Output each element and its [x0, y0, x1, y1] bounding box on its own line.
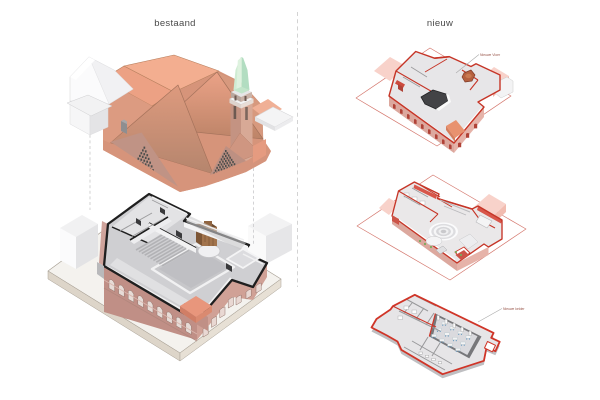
svg-text:Nieuwe kelder: Nieuwe kelder [503, 307, 525, 311]
svg-text:nieuw: nieuw [427, 18, 453, 29]
svg-text:bestaand: bestaand [154, 18, 196, 29]
svg-text:Nieuwe Vloer: Nieuwe Vloer [480, 53, 501, 57]
